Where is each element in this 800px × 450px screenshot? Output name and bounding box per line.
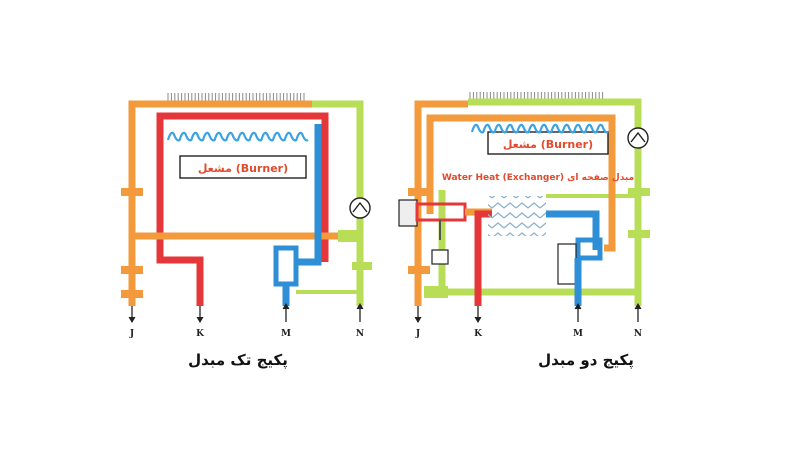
- orange-fitting: [408, 266, 430, 274]
- outlet-label: N: [634, 329, 642, 339]
- outlet-label: J: [415, 329, 420, 339]
- orange-pipe: [414, 100, 468, 306]
- green-fitting: [628, 230, 650, 238]
- blue-pipe: [296, 124, 322, 266]
- orange-fitting: [408, 188, 430, 196]
- single-exchanger-diagram: مشعل (Burner) J K M N پکیج تک مبدل: [121, 93, 372, 370]
- burner-label: مشعل (Burner): [198, 162, 288, 175]
- arrow-down-icon: [414, 316, 422, 323]
- outlet-label: K: [474, 329, 483, 339]
- pump-icon: [349, 197, 371, 219]
- orange-inner: [426, 114, 616, 252]
- outlet-label: J: [129, 329, 134, 339]
- bellows: [424, 286, 448, 298]
- arrow-up-icon: [574, 303, 582, 310]
- double-exchanger-diagram: مشعل (Burner) Water Heat (Exchanger) مبد…: [398, 92, 650, 370]
- pump-icon: [627, 127, 649, 149]
- green-fitting: [628, 188, 650, 196]
- flame: [470, 123, 609, 134]
- flow-sensor: [557, 243, 577, 285]
- valve-icon: [398, 199, 467, 265]
- red-pipe: [156, 112, 329, 262]
- outlet-label: M: [573, 329, 583, 339]
- arrow-up-icon: [634, 303, 642, 310]
- green-fitting: [352, 262, 372, 270]
- outlet-label: K: [196, 329, 205, 339]
- red-pipe: [474, 210, 492, 306]
- burner-label: مشعل (Burner): [503, 138, 593, 151]
- outlet-label: M: [281, 329, 291, 339]
- red-pipe-out: [156, 232, 204, 306]
- plate-exchanger: [488, 196, 546, 236]
- orange-fitting: [121, 266, 143, 274]
- arrow-up-icon: [282, 303, 290, 310]
- flame-icon: [166, 131, 309, 142]
- flame-icon: [470, 123, 609, 134]
- arrow-down-icon: [128, 316, 136, 323]
- arrow-down-icon: [474, 316, 482, 323]
- arrow-down-icon: [196, 316, 204, 323]
- green-fitting: [338, 230, 362, 242]
- orange-fitting: [121, 188, 143, 196]
- left-title: پکیج تک مبدل: [188, 351, 288, 370]
- flame: [166, 131, 309, 142]
- burner-box: [179, 155, 307, 179]
- orange-fitting: [121, 290, 143, 298]
- blue-valve: [575, 237, 603, 261]
- blue-valve: [273, 245, 299, 287]
- exchanger-label: Water Heat (Exchanger) مبدل صفحه ای: [442, 173, 634, 183]
- right-title: پکیج دو مبدل: [538, 351, 634, 370]
- arrow-up-icon: [356, 303, 364, 310]
- outlet-label: N: [356, 329, 364, 339]
